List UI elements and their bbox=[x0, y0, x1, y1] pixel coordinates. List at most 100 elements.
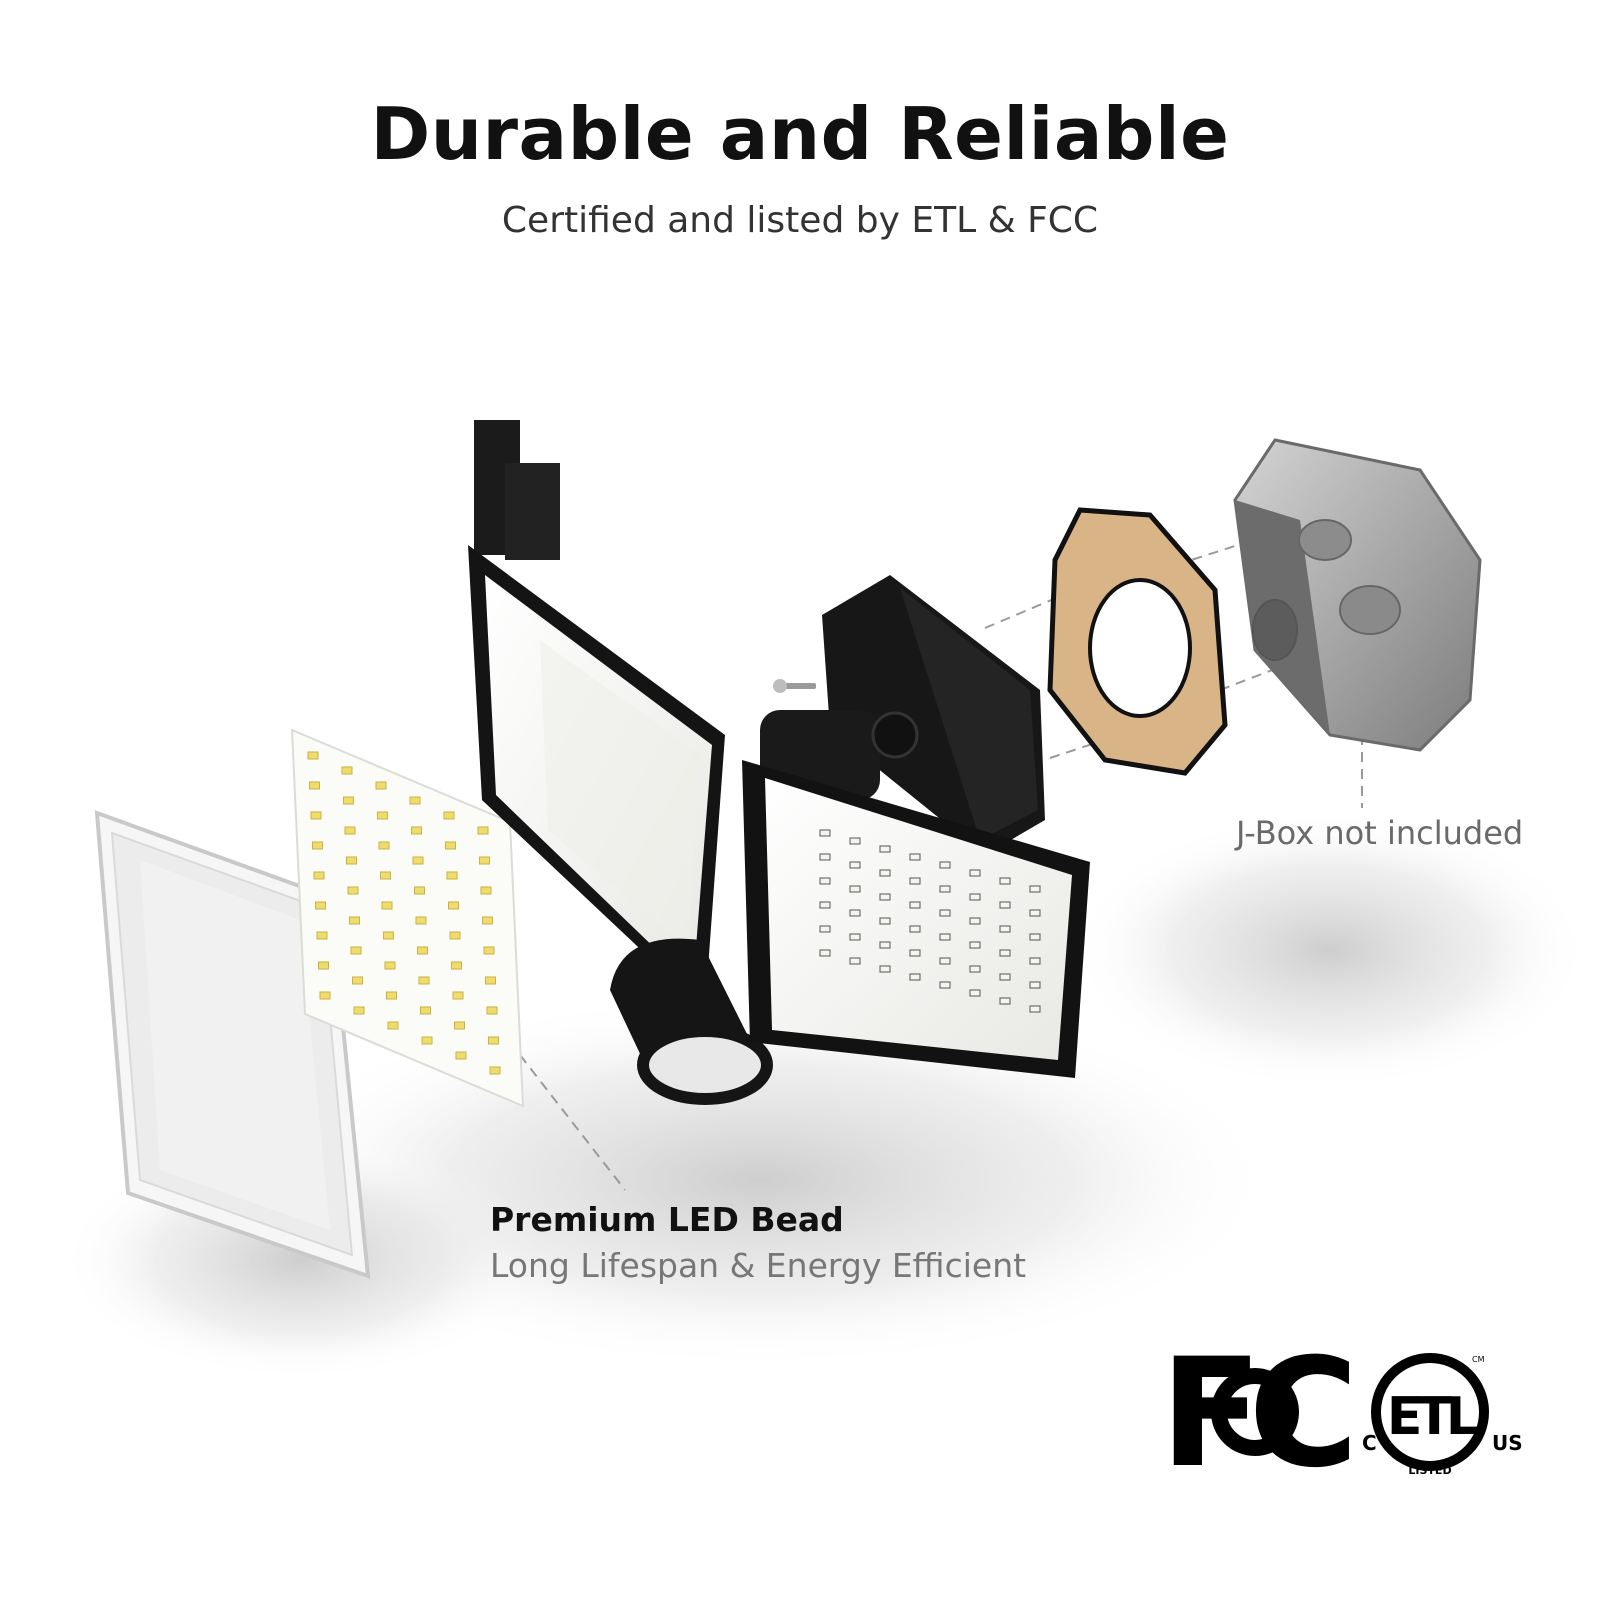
led-bead bbox=[310, 811, 322, 820]
jbox-note: J-Box not included bbox=[1236, 814, 1524, 852]
svg-text:C: C bbox=[1362, 1431, 1377, 1455]
front-led-bead bbox=[849, 909, 861, 917]
front-led-bead bbox=[849, 861, 861, 869]
led-bead bbox=[344, 826, 356, 835]
front-led-bead bbox=[819, 901, 831, 909]
front-led-bead bbox=[999, 925, 1011, 933]
led-bead bbox=[375, 781, 387, 790]
svg-text:LISTED: LISTED bbox=[1408, 1464, 1451, 1477]
front-led-bead bbox=[969, 869, 981, 877]
led-bead bbox=[418, 976, 430, 985]
led-bead bbox=[352, 976, 363, 985]
led-bead bbox=[420, 1006, 431, 1015]
led-bead bbox=[349, 916, 360, 925]
front-led-bead bbox=[819, 877, 831, 885]
led-bead bbox=[347, 886, 359, 895]
front-led-bead bbox=[939, 885, 951, 893]
front-led-bead bbox=[849, 837, 861, 845]
front-led-bead bbox=[969, 893, 981, 901]
page-subtitle: Certified and listed by ETL & FCC bbox=[501, 200, 1099, 241]
front-light-head bbox=[742, 760, 1090, 1078]
front-led-bead bbox=[969, 917, 981, 925]
led-bead bbox=[489, 1066, 501, 1075]
front-led-bead bbox=[819, 949, 831, 957]
etl-listed-logo: ETL C US LISTED CM bbox=[1362, 1353, 1523, 1477]
led-bead bbox=[315, 901, 326, 910]
front-led-bead bbox=[879, 917, 891, 925]
led-bead bbox=[446, 871, 458, 880]
front-led-bead bbox=[999, 997, 1011, 1005]
led-bead bbox=[380, 871, 391, 880]
led-bead bbox=[353, 1006, 365, 1015]
junction-box bbox=[1233, 438, 1482, 752]
led-bead bbox=[346, 856, 357, 865]
front-led-bead bbox=[909, 949, 921, 957]
front-led-bead bbox=[909, 901, 921, 909]
front-led-bead bbox=[1029, 981, 1041, 989]
front-led-bead bbox=[1029, 957, 1041, 965]
led-bead bbox=[384, 961, 396, 970]
upper-light-head bbox=[468, 420, 725, 1010]
front-led-bead bbox=[999, 973, 1011, 981]
led-bead bbox=[455, 1051, 467, 1060]
led-bead bbox=[485, 976, 496, 985]
led-bead bbox=[387, 1021, 399, 1030]
led-bead bbox=[454, 1021, 465, 1030]
led-bead bbox=[421, 1036, 433, 1045]
led-bead bbox=[350, 946, 362, 955]
front-led-bead bbox=[879, 845, 891, 853]
front-led-bead bbox=[909, 925, 921, 933]
led-bead bbox=[409, 796, 421, 805]
led-bead bbox=[452, 991, 464, 1000]
front-led-bead bbox=[1029, 1005, 1041, 1013]
front-led-bead bbox=[909, 877, 921, 885]
led-bead bbox=[411, 826, 422, 835]
front-led-bead bbox=[819, 925, 831, 933]
led-bead bbox=[383, 931, 394, 940]
svg-text:CM: CM bbox=[1472, 1355, 1485, 1364]
page-title: Durable and Reliable bbox=[370, 92, 1230, 176]
led-bead bbox=[307, 751, 319, 760]
led-bead bbox=[480, 886, 492, 895]
led-bead bbox=[482, 916, 493, 925]
led-bead bbox=[448, 901, 459, 910]
led-feature-title: Premium LED Bead bbox=[490, 1200, 844, 1239]
front-led-bead bbox=[939, 861, 951, 869]
led-bead bbox=[313, 871, 325, 880]
led-beads bbox=[307, 751, 501, 1075]
led-bead bbox=[486, 1006, 498, 1015]
led-bead bbox=[445, 841, 456, 850]
gasket bbox=[1047, 507, 1228, 776]
front-led-bead bbox=[879, 869, 891, 877]
screw-icon bbox=[773, 679, 816, 693]
led-bead bbox=[414, 886, 425, 895]
front-led-bead bbox=[969, 965, 981, 973]
svg-text:ETL: ETL bbox=[1387, 1387, 1478, 1447]
led-bead-board bbox=[290, 728, 525, 1108]
led-bead bbox=[341, 766, 353, 775]
front-led-bead bbox=[999, 877, 1011, 885]
front-led-bead bbox=[879, 965, 891, 973]
led-bead bbox=[417, 946, 428, 955]
led-bead bbox=[318, 961, 329, 970]
front-led-bead bbox=[939, 957, 951, 965]
front-led-bead bbox=[939, 909, 951, 917]
front-led-bead bbox=[1029, 933, 1041, 941]
front-led-bead bbox=[849, 885, 861, 893]
led-bead bbox=[378, 841, 390, 850]
svg-text:US: US bbox=[1492, 1431, 1523, 1455]
front-led-bead bbox=[1029, 885, 1041, 893]
led-bead bbox=[415, 916, 427, 925]
front-led-bead bbox=[999, 949, 1011, 957]
led-bead bbox=[477, 826, 489, 835]
front-led-bead bbox=[849, 957, 861, 965]
front-led-bead bbox=[939, 981, 951, 989]
led-bead bbox=[377, 811, 388, 820]
led-bead bbox=[312, 841, 323, 850]
front-led-beads bbox=[819, 829, 1041, 1013]
front-led-bead bbox=[969, 941, 981, 949]
led-bead bbox=[451, 961, 462, 970]
front-led-bead bbox=[1029, 909, 1041, 917]
